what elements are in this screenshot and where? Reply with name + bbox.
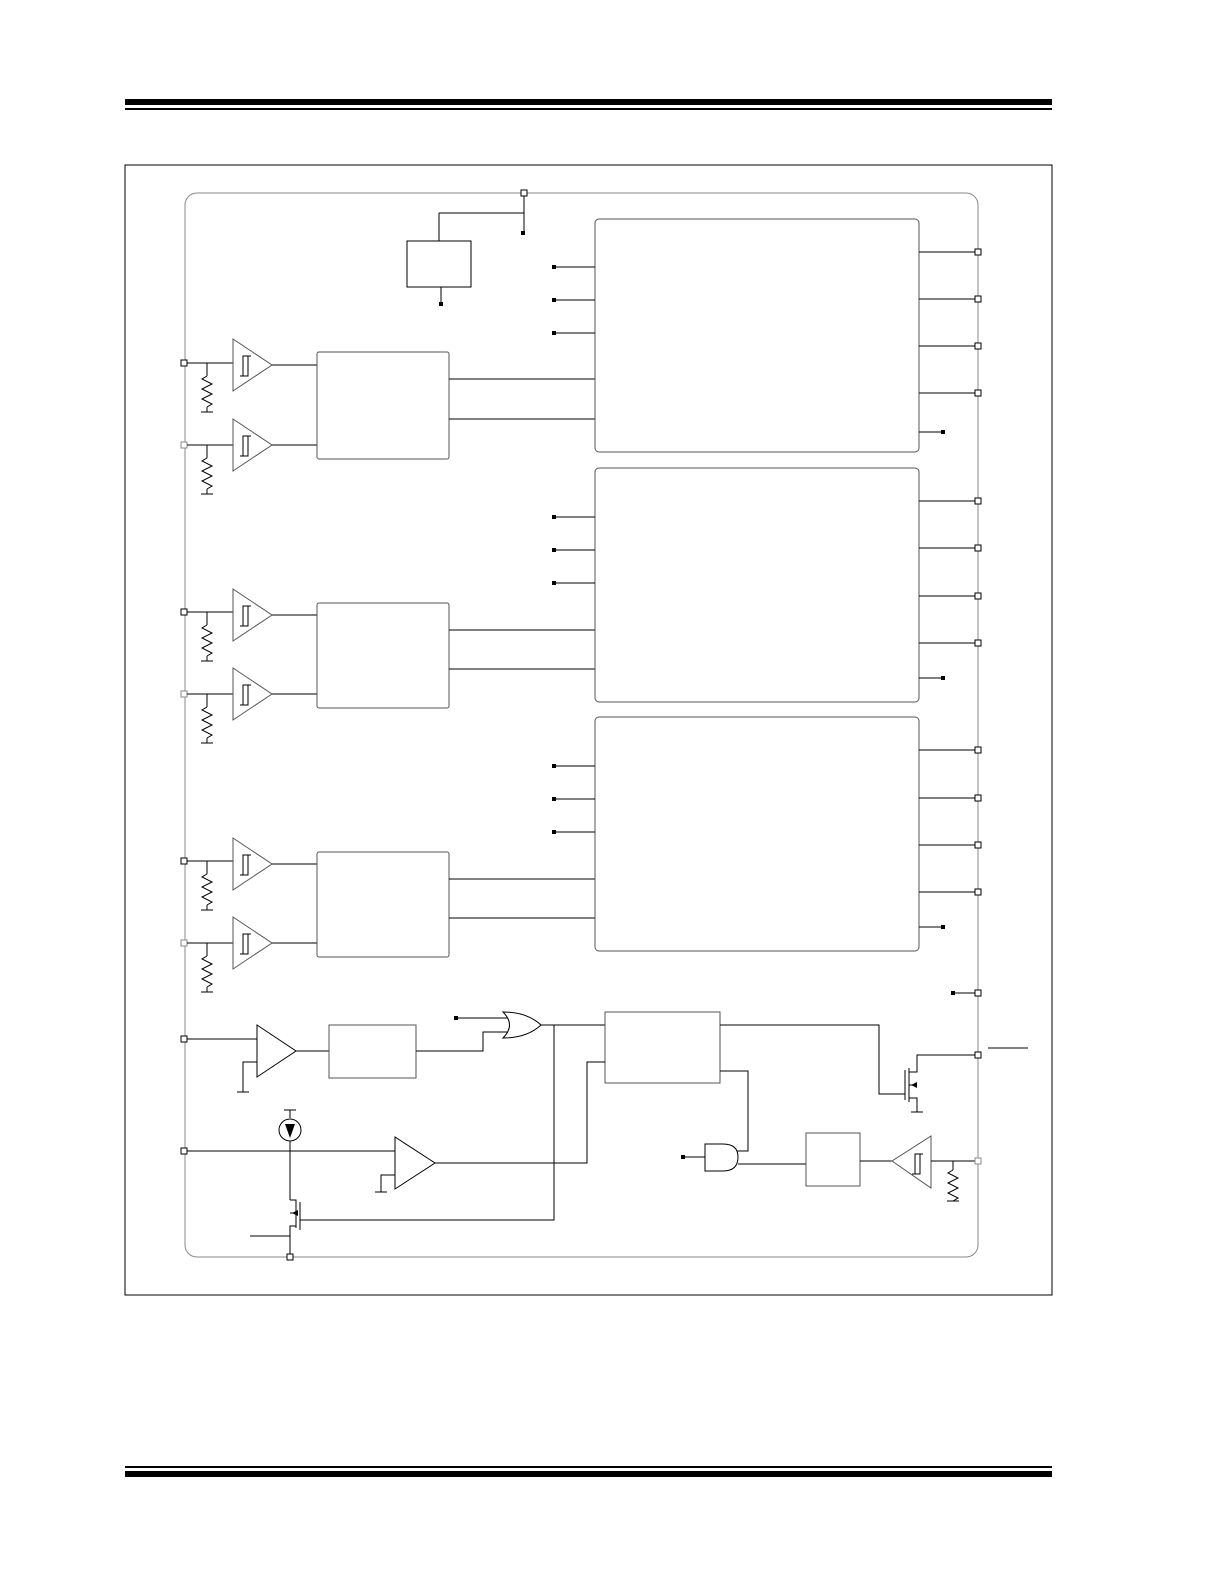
output-block-3 <box>594 716 920 952</box>
input-pin-1b <box>180 441 188 449</box>
input-pin-2a <box>180 608 188 616</box>
latch-block <box>604 1011 721 1084</box>
output-pin <box>974 1051 982 1059</box>
output-pin <box>974 592 982 600</box>
ground-pin <box>286 1253 294 1261</box>
input-pin-1a <box>180 359 188 367</box>
output-pin <box>974 746 982 754</box>
control-section <box>180 989 1028 1261</box>
input-pin-2b <box>180 690 188 698</box>
resistor-icon <box>946 1161 960 1202</box>
output-pin <box>974 389 982 397</box>
channel-2 <box>180 467 982 744</box>
figure-frame <box>124 164 1053 1296</box>
output-pin <box>974 888 982 896</box>
output-pin <box>974 497 982 505</box>
timer-block <box>805 1132 861 1187</box>
resistor-icon <box>200 861 214 993</box>
decoder-block-2 <box>316 602 450 709</box>
output-pin <box>974 639 982 647</box>
comparator-icon <box>394 1136 436 1190</box>
mosfet-icon <box>904 1054 975 1113</box>
schmitt-buffer-icon <box>232 837 273 970</box>
output-pin <box>974 342 982 350</box>
input-pin-3b <box>180 939 188 947</box>
decoder-block-1 <box>316 351 450 460</box>
mosfet-icon <box>250 1025 555 1254</box>
output-pin <box>974 248 982 256</box>
output-pin <box>974 989 982 997</box>
resistor-icon <box>200 363 214 495</box>
header-rule <box>125 99 1052 110</box>
decoder-block-3 <box>316 851 450 958</box>
output-block-1 <box>594 218 920 453</box>
channel-3 <box>180 716 982 993</box>
input-pin-3a <box>180 857 188 865</box>
schmitt-buffer-icon <box>232 338 273 472</box>
device-outline <box>184 192 979 1258</box>
channel-1 <box>180 218 982 495</box>
or-gate-icon <box>501 1011 542 1039</box>
schmitt-buffer-icon <box>891 1135 932 1189</box>
filter-block <box>328 1024 417 1079</box>
schmitt-buffer-icon <box>232 588 273 721</box>
resistor-icon <box>200 612 214 744</box>
input-pin <box>180 1147 188 1155</box>
output-block-2 <box>594 467 920 703</box>
output-pin <box>974 794 982 802</box>
output-pin <box>974 544 982 552</box>
input-pin <box>180 1035 188 1043</box>
comparator-icon <box>256 1024 297 1078</box>
input-pin <box>974 1157 982 1165</box>
output-pin <box>974 295 982 303</box>
regulator-block <box>406 189 528 306</box>
output-pin <box>974 841 982 849</box>
footer-rule <box>125 1466 1052 1477</box>
and-gate-icon <box>704 1143 739 1172</box>
